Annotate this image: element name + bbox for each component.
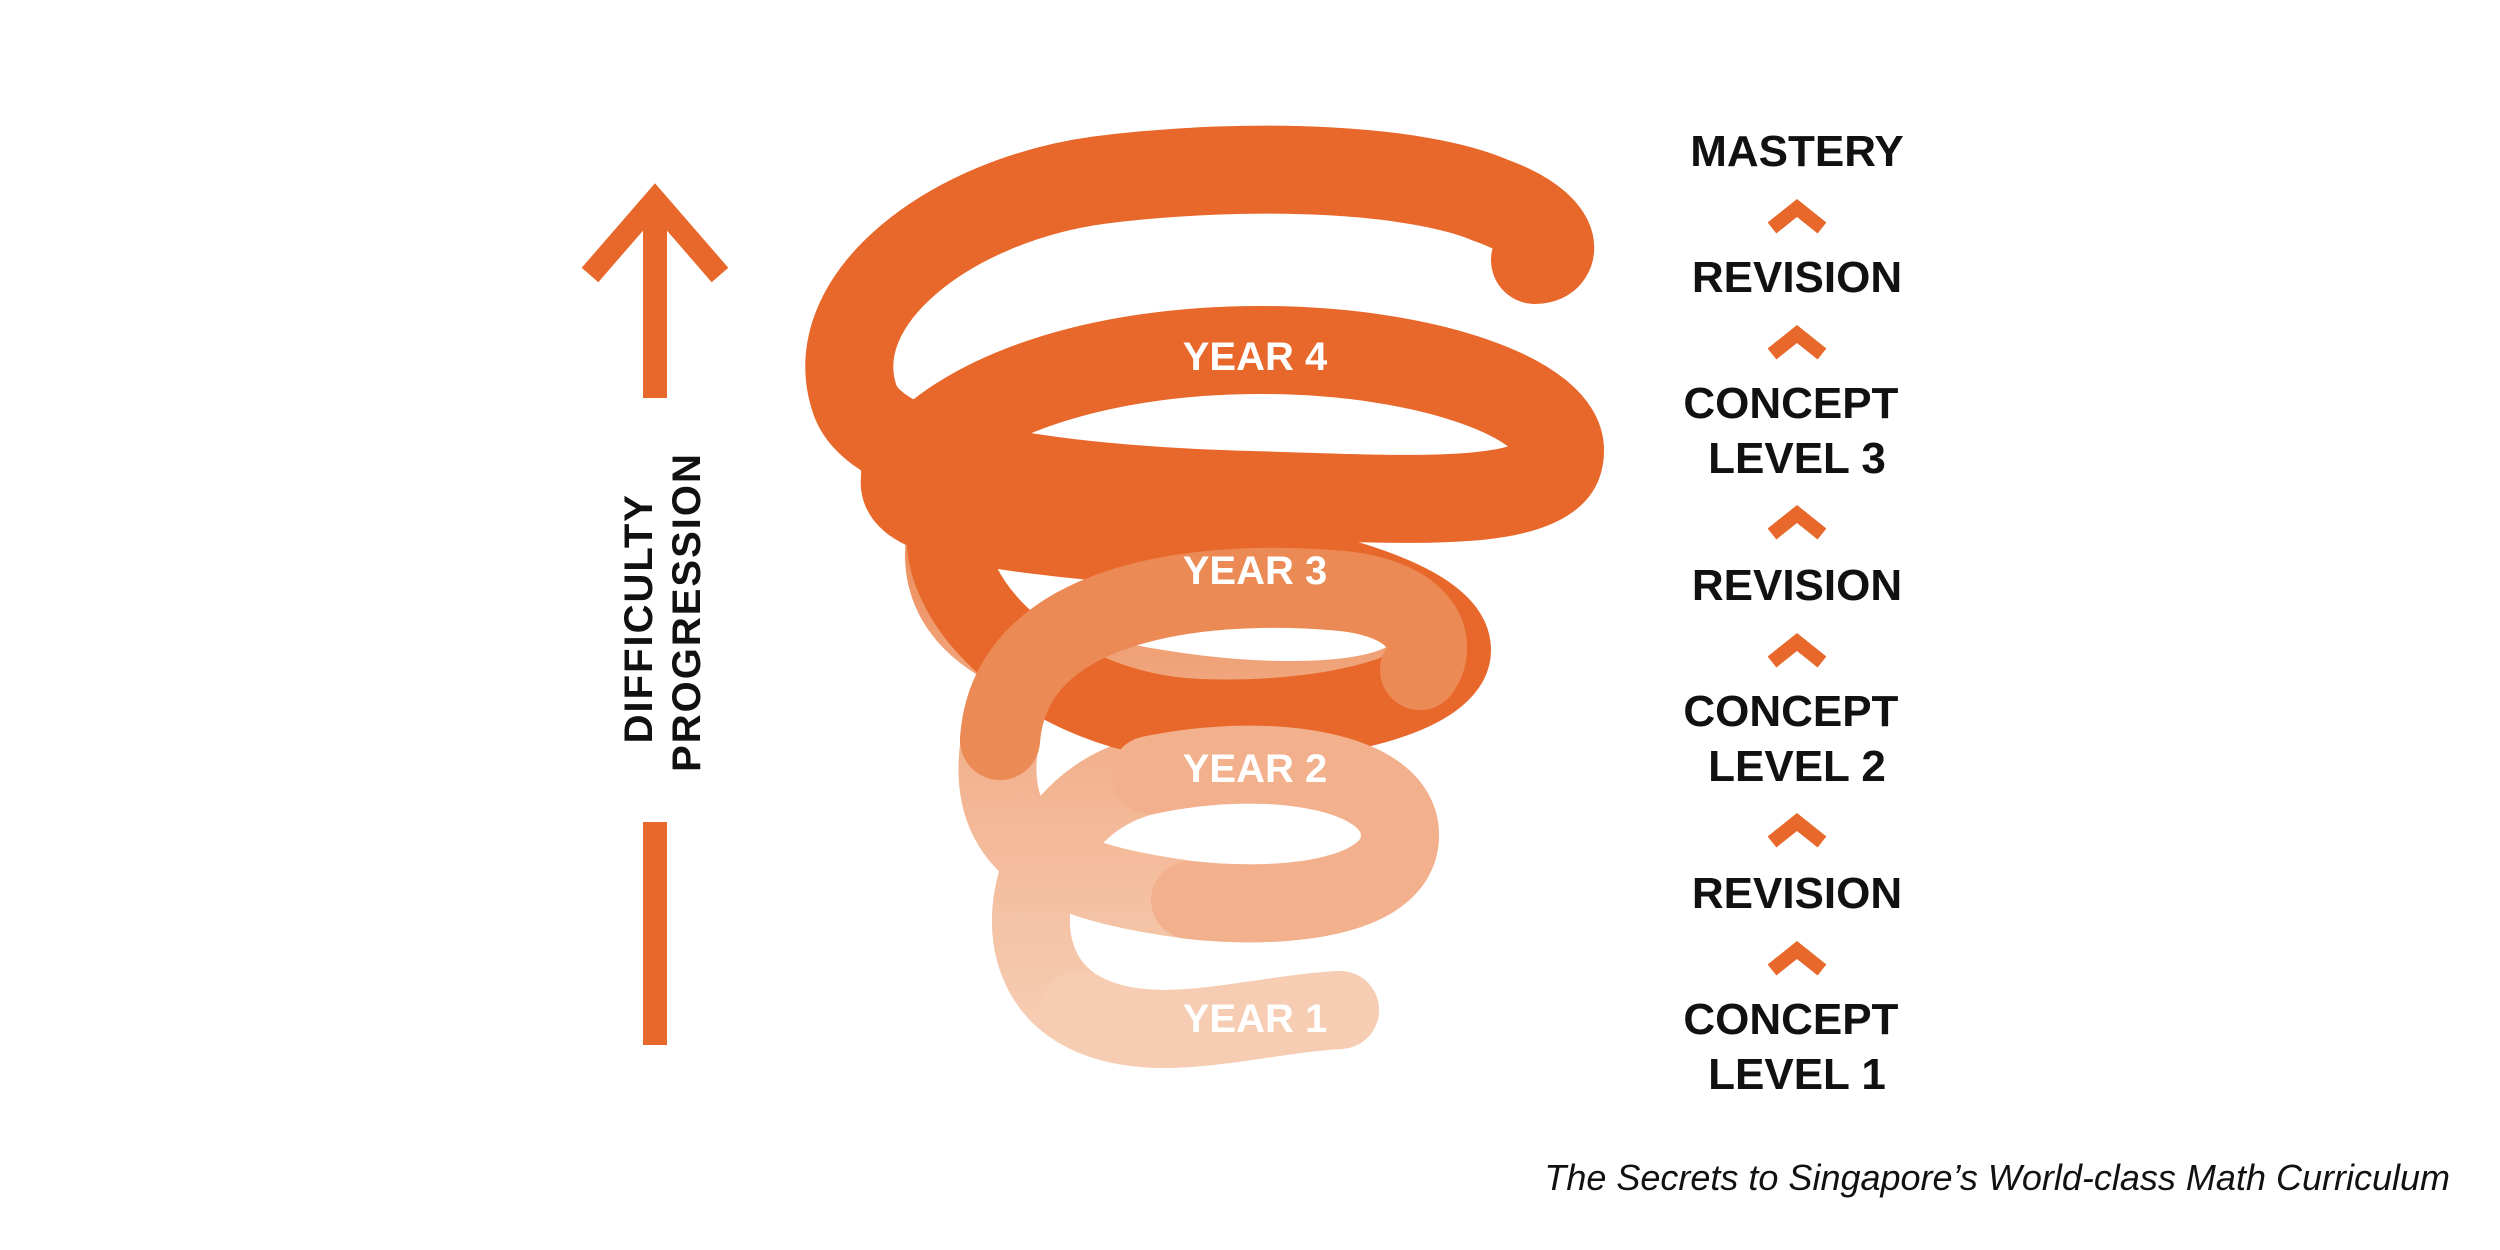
stage-concept-level-2-line-1: CONCEPT bbox=[1683, 687, 1898, 736]
stage-mastery: MASTERY bbox=[1690, 127, 1904, 176]
difficulty-axis: DIFFICULTY PROGRESSION bbox=[581, 183, 729, 1045]
stage-concept-level-3-line-1: CONCEPT bbox=[1683, 379, 1898, 428]
arrow-up-icon bbox=[581, 183, 729, 398]
stage-concept-level-3-line-2: LEVEL 3 bbox=[1708, 434, 1886, 483]
axis-label-line-2: PROGRESSION bbox=[665, 452, 709, 772]
spiral-ring-year-1-tail bbox=[1041, 971, 1379, 1068]
stage-concept-level-1-line-2: LEVEL 1 bbox=[1708, 1050, 1886, 1099]
stage-revision-3: REVISION bbox=[1692, 253, 1902, 302]
year-4-label: YEAR 4 bbox=[1183, 335, 1328, 379]
stage-concept-level-2: CONCEPT LEVEL 2 bbox=[1683, 687, 1910, 791]
stage-concept-level-2-line-2: LEVEL 2 bbox=[1708, 742, 1886, 791]
year-2-label: YEAR 2 bbox=[1183, 747, 1328, 791]
stage-concept-level-3: CONCEPT LEVEL 3 bbox=[1683, 379, 1910, 483]
caption: The Secrets to Singapore’s World-class M… bbox=[1544, 1157, 2450, 1198]
spiral: YEAR 4 YEAR 3 YEAR 2 YEAR 1 bbox=[805, 125, 1604, 1068]
chevron-up-icon bbox=[1767, 505, 1827, 540]
chevron-up-icon bbox=[1767, 941, 1827, 976]
chevron-up-icon bbox=[1767, 813, 1827, 848]
spiral-ring-year-1-front bbox=[1111, 725, 1439, 943]
stage-concept-level-1: CONCEPT LEVEL 1 bbox=[1683, 995, 1910, 1099]
spiral-ring-year-2-front bbox=[960, 547, 1467, 780]
year-3-label: YEAR 3 bbox=[1183, 549, 1328, 593]
stage-revision-1: REVISION bbox=[1692, 869, 1902, 918]
year-1-label: YEAR 1 bbox=[1183, 997, 1328, 1041]
stage-revision-2: REVISION bbox=[1692, 561, 1902, 610]
chevron-up-icon bbox=[1767, 325, 1827, 360]
stage-concept-level-1-line-1: CONCEPT bbox=[1683, 995, 1898, 1044]
chevron-up-icon bbox=[1767, 199, 1827, 234]
stage-ladder: MASTERY REVISION CONCEPT LEVEL 3 REVISIO… bbox=[1683, 127, 1910, 1099]
spiral-ring-year-4-top bbox=[805, 125, 1604, 543]
chevron-up-icon bbox=[1767, 633, 1827, 668]
axis-label-line-1: DIFFICULTY bbox=[617, 494, 661, 744]
axis-label: DIFFICULTY PROGRESSION bbox=[617, 452, 709, 772]
